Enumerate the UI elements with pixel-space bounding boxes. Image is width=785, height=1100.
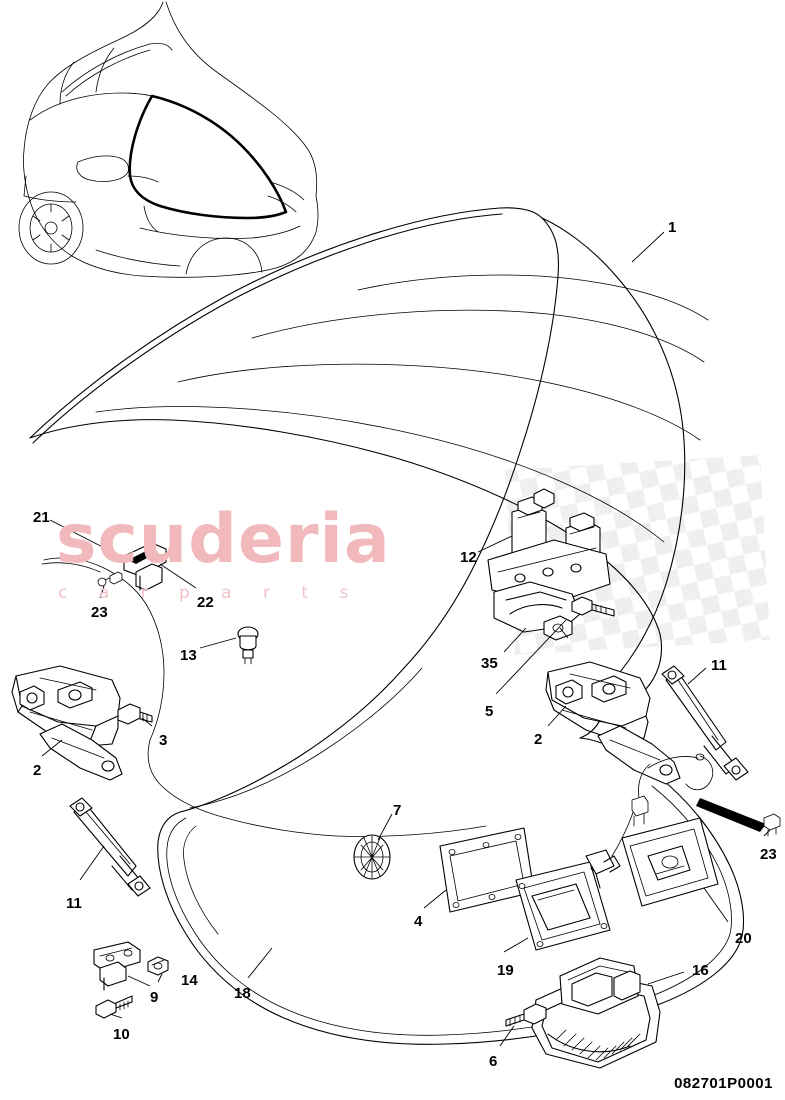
part-4-plate-seal	[423, 827, 535, 913]
callout-11-left: 11	[66, 895, 82, 912]
drawing-number: 082701P0001	[674, 1075, 773, 1092]
callout-11-right: 11	[711, 657, 727, 674]
part-9-bracket	[93, 941, 169, 1019]
part-7-grommet	[353, 813, 393, 880]
vehicle-thumbnail	[18, 1, 319, 278]
callout-16: 16	[692, 962, 709, 979]
callout-2-left: 2	[33, 762, 42, 779]
trunk-lid-outer-panel	[29, 207, 745, 1045]
callout-23-right: 23	[760, 846, 777, 863]
part-12-lock-motor-assembly	[477, 488, 615, 695]
part-23-clip-right	[696, 798, 781, 837]
callout-20: 20	[735, 930, 752, 947]
callout-12: 12	[460, 549, 477, 566]
callout-18: 18	[234, 985, 251, 1002]
callout-23-left: 23	[91, 604, 108, 621]
callout-13: 13	[180, 647, 197, 664]
callout-19: 19	[497, 962, 514, 979]
wiring-harness-21	[41, 557, 487, 837]
callout-10: 10	[113, 1026, 130, 1043]
callout-14: 14	[181, 972, 198, 989]
part-20-inner-panel	[621, 817, 729, 923]
part-22-striker-assembly	[49, 519, 197, 599]
callout-9: 9	[150, 989, 159, 1006]
callout-2-right: 2	[534, 731, 543, 748]
callout-5: 5	[485, 703, 494, 720]
leader-1	[631, 231, 665, 263]
release-cable	[611, 753, 714, 857]
leader-18	[247, 947, 273, 979]
part-19-handle-housing	[503, 849, 621, 953]
callout-4: 4	[414, 913, 423, 930]
part-11-gas-strut-left	[69, 797, 151, 897]
callout-35: 35	[481, 655, 498, 672]
part-2-hinge-left	[11, 665, 153, 781]
part-13-buffer	[199, 626, 259, 665]
part-2-hinge-right	[545, 661, 681, 785]
callout-6: 6	[489, 1053, 498, 1070]
callout-22: 22	[197, 594, 214, 611]
callout-21: 21	[33, 509, 50, 526]
callout-1: 1	[668, 219, 677, 236]
part-11-gas-strut-right	[661, 665, 749, 781]
part-16-drive-unit	[499, 957, 685, 1069]
callout-7: 7	[393, 802, 402, 819]
callout-3: 3	[159, 732, 168, 749]
